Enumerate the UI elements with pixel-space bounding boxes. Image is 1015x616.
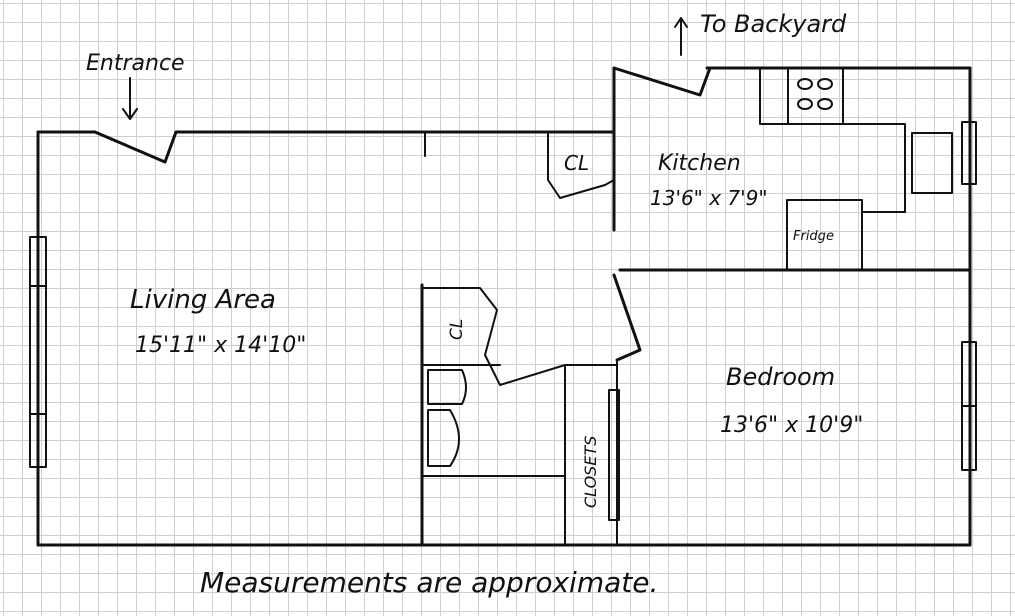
fridge-label: Fridge bbox=[793, 229, 834, 244]
backyard-label: To Backyard bbox=[700, 10, 847, 38]
entrance-label: Entrance bbox=[86, 51, 185, 76]
backyard-arrow-icon bbox=[674, 17, 688, 56]
kitchen-closet bbox=[547, 131, 615, 199]
kitchen-name-label: Kitchen bbox=[658, 151, 741, 176]
window-kitchen-right bbox=[961, 121, 977, 185]
window-closet bbox=[608, 389, 620, 521]
bedroom-name-label: Bedroom bbox=[726, 363, 835, 391]
living-name-label: Living Area bbox=[130, 285, 276, 315]
interior-walls bbox=[420, 130, 972, 547]
toilet-icon bbox=[427, 369, 467, 467]
stove-burners-icon bbox=[797, 78, 833, 110]
kitchen-size-label: 13'6" x 7'9" bbox=[650, 186, 768, 210]
bath-closet-label: CL bbox=[447, 319, 467, 340]
kitchen-closet-label: CL bbox=[564, 151, 589, 175]
bedroom-size-label: 13'6" x 10'9" bbox=[720, 413, 863, 438]
window-bedroom-right bbox=[961, 341, 977, 471]
kitchen-counters bbox=[759, 67, 953, 271]
closets-label: CLOSETS bbox=[581, 436, 600, 508]
footnote-label: Measurements are approximate. bbox=[200, 566, 658, 599]
window-left bbox=[29, 236, 47, 468]
backyard-door bbox=[612, 66, 712, 97]
living-size-label: 15'11" x 14'10" bbox=[135, 333, 306, 358]
entrance-arrow-icon bbox=[122, 77, 138, 120]
entrance-door bbox=[93, 130, 178, 164]
